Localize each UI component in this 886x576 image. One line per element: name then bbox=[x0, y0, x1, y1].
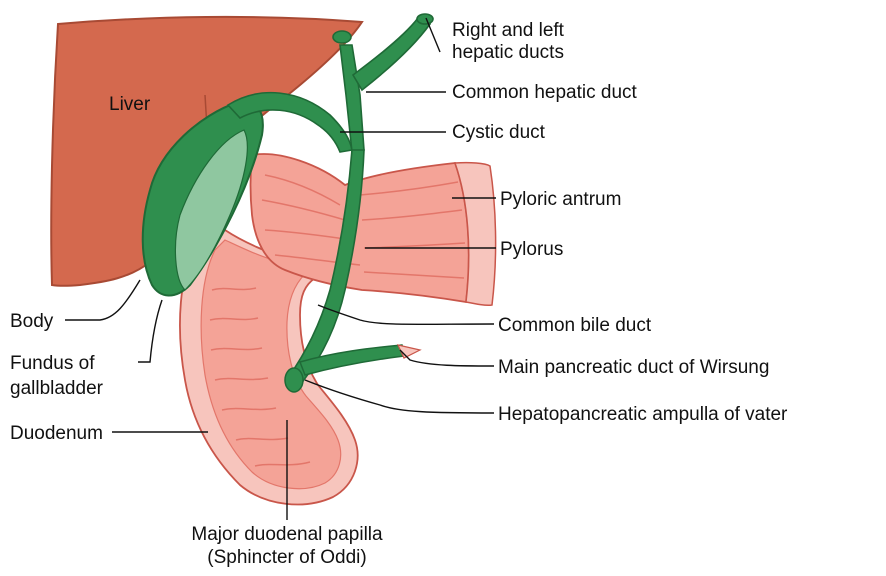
label-papilla-line2: (Sphincter of Oddi) bbox=[207, 547, 366, 568]
label-cystic-duct: Cystic duct bbox=[452, 122, 546, 143]
ampulla-of-vater bbox=[285, 368, 303, 392]
label-duodenum: Duodenum bbox=[10, 423, 103, 444]
label-liver: Liver bbox=[109, 94, 151, 115]
label-common-bile-duct: Common bile duct bbox=[498, 315, 652, 336]
label-hepatic-ducts-line1: Right and left bbox=[452, 20, 565, 41]
label-body: Body bbox=[10, 311, 54, 332]
label-common-hepatic-duct: Common hepatic duct bbox=[452, 82, 638, 103]
label-hepatic-ducts-line2: hepatic ducts bbox=[452, 42, 564, 63]
label-main-pancreatic-duct: Main pancreatic duct of Wirsung bbox=[498, 357, 769, 378]
label-fundus-line2: gallbladder bbox=[10, 378, 104, 399]
label-pyloric-antrum: Pyloric antrum bbox=[500, 189, 621, 210]
label-pylorus: Pylorus bbox=[500, 239, 563, 260]
label-papilla-line1: Major duodenal papilla bbox=[191, 524, 383, 545]
label-hepatopancreatic-ampulla: Hepatopancreatic ampulla of vater bbox=[498, 404, 788, 425]
label-fundus-line1: Fundus of bbox=[10, 353, 95, 374]
